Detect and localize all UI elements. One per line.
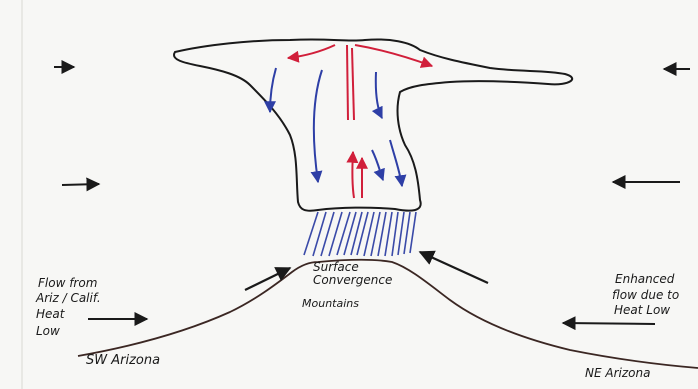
downdraft-arrow-3 — [376, 72, 382, 118]
enhanced-flow-label: Enhanced flow due to Heat Low — [612, 272, 683, 317]
rain-shaft — [304, 212, 416, 256]
downdraft-arrow-1 — [270, 68, 276, 112]
updraft-core-right — [352, 48, 354, 120]
updraft-core — [347, 45, 348, 120]
sw-arizona-label: SW Arizona — [86, 353, 160, 368]
ne-arizona-label: NE Arizona — [585, 366, 650, 380]
flow-from-heat-low-label: Flow from Ariz / Calif. Heat Low — [35, 276, 105, 338]
storm-cloud — [174, 39, 572, 210]
downdraft-arrow-2 — [314, 70, 322, 182]
updraft-lower-left-arrow — [352, 152, 354, 198]
updraft-top-left-arrow — [288, 45, 335, 58]
surface-convergence-label: Surface Convergence — [313, 260, 392, 287]
updraft-top-right-arrow — [355, 45, 432, 66]
downdraft-arrow-4 — [372, 150, 383, 180]
inflow-arrow-right-low — [563, 323, 655, 324]
mountains-label: Mountains — [302, 297, 359, 310]
wind-arrow-mid-left — [62, 184, 99, 185]
downdraft-arrow-5 — [390, 140, 402, 186]
inflow-arrow-right-slope — [420, 252, 488, 283]
